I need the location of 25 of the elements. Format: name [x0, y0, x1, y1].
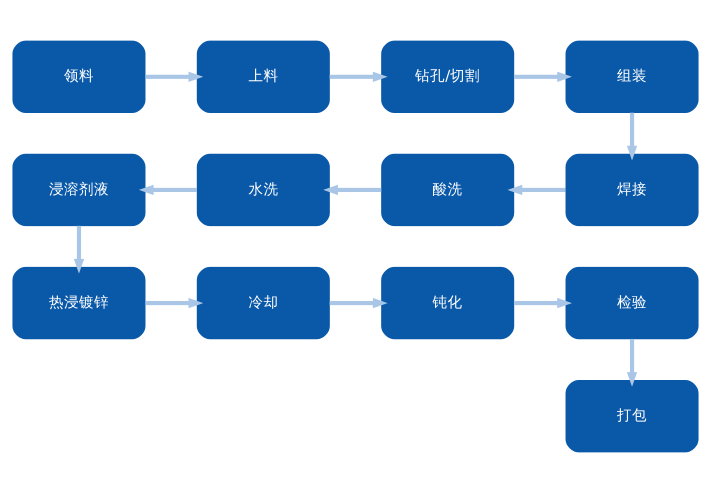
arrow — [330, 72, 388, 82]
arrow — [626, 112, 638, 161]
arrow — [145, 72, 204, 82]
arrow — [74, 226, 84, 274]
arrow — [145, 298, 204, 308]
node-box: 热浸镀锌 — [12, 266, 146, 340]
node-box: 领料 — [12, 40, 146, 113]
node-box: 打包 — [566, 380, 699, 452]
arrow — [330, 298, 388, 308]
node-box: 检验 — [566, 266, 699, 340]
arrow — [514, 72, 572, 82]
node-box: 上料 — [196, 40, 330, 113]
arrow — [514, 298, 572, 308]
arrow — [626, 338, 638, 387]
arrow — [138, 184, 197, 196]
node-box: 组装 — [566, 40, 699, 113]
node-box: 钻孔/切割 — [381, 40, 514, 113]
node-box: 浸溶剂液 — [12, 154, 146, 226]
node-box: 冷却 — [196, 266, 330, 340]
arrow — [508, 184, 566, 196]
node-box: 水洗 — [196, 154, 330, 226]
node-box: 酸洗 — [381, 154, 514, 226]
node-box: 焊接 — [566, 154, 699, 226]
node-box: 钝化 — [381, 266, 514, 340]
arrow — [323, 184, 382, 196]
